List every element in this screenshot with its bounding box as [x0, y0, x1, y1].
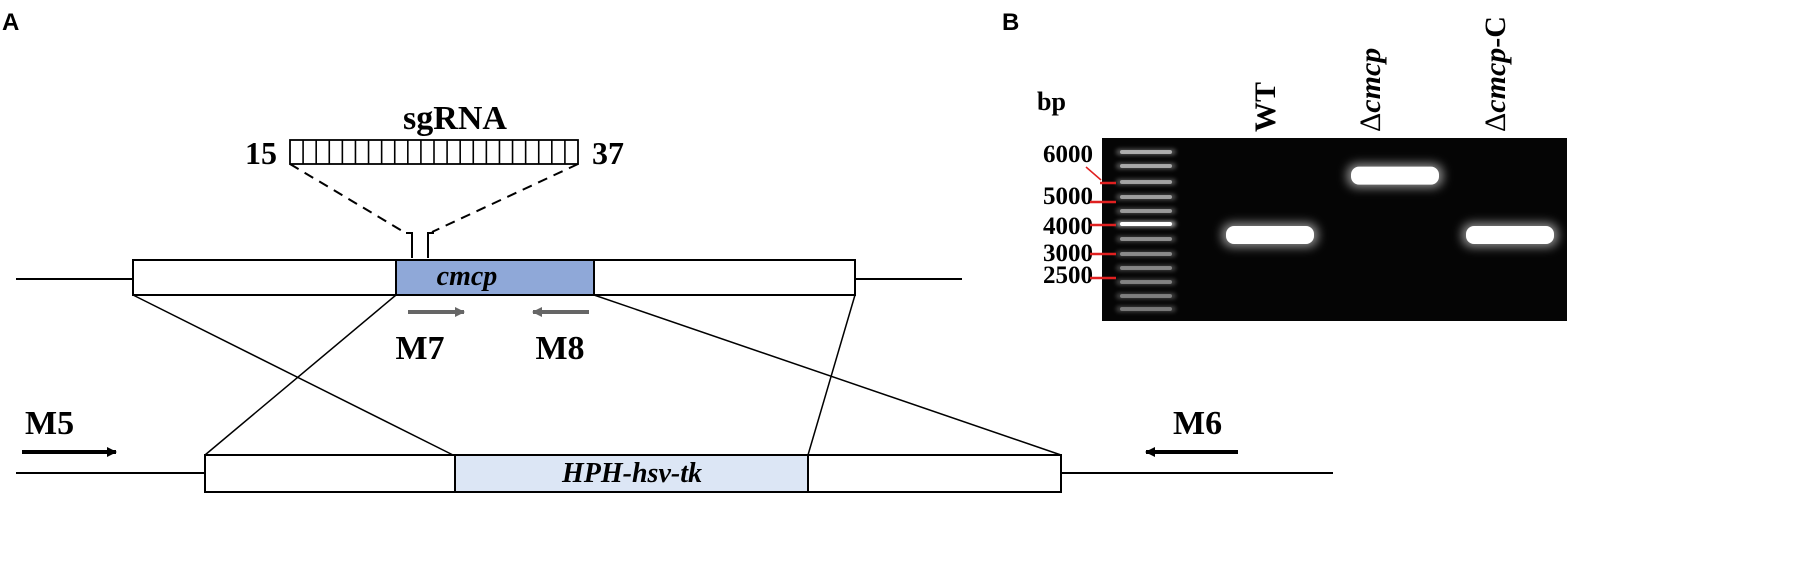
ladder-band-core	[1120, 266, 1172, 270]
ladder-band	[1116, 208, 1176, 214]
bp-unit-label: bp	[1037, 87, 1066, 116]
ladder-band-core	[1120, 294, 1172, 298]
ladder-band	[1116, 293, 1176, 299]
lane-label-delta: Δ	[1354, 113, 1387, 132]
ladder-band-core	[1120, 222, 1172, 226]
lane-label: Δcmcp-C	[1479, 16, 1512, 132]
sample-band	[1351, 166, 1439, 185]
primer-m8-label: M8	[535, 330, 584, 367]
ladder-band-core	[1120, 252, 1172, 256]
ladder-band	[1116, 194, 1176, 200]
sgrna-box	[289, 139, 579, 165]
sgrna-label: sgRNA	[403, 100, 507, 137]
ladder-band-core	[1120, 237, 1172, 241]
sgrna-start-label: 15	[245, 135, 277, 171]
target-site-right	[427, 232, 434, 258]
sgrna-projection-right	[431, 163, 579, 233]
sgrna-end-label: 37	[592, 135, 624, 171]
panel-a: A sgRNA 15 37 cmcp M7 M8	[2, 9, 1333, 493]
ladder-marker-leader	[1085, 166, 1102, 181]
primer-m5-label: M5	[25, 405, 74, 442]
ladder-band-core	[1120, 180, 1172, 184]
ladder-size-label: 4000	[1043, 213, 1093, 240]
target-site-left	[406, 232, 413, 258]
ladder-band-core	[1120, 280, 1172, 284]
lane-label-delta: Δ	[1479, 113, 1512, 132]
ladder-size-label: 3000	[1043, 240, 1093, 267]
ladder-band	[1116, 236, 1176, 242]
lane-label: Δcmcp	[1354, 48, 1387, 132]
ladder-band-core	[1120, 195, 1172, 199]
ladder-band	[1116, 306, 1176, 312]
lane-label-name: WT	[1249, 82, 1282, 132]
cmcp-gene-label: cmcp	[437, 261, 498, 292]
lane-label-name: cmcp	[1479, 48, 1512, 113]
primer-m6-label: M6	[1173, 405, 1222, 442]
ladder-band-core	[1120, 307, 1172, 311]
hph-hsv-tk-cassette-box	[454, 454, 809, 493]
lane-label-suffix: -C	[1479, 16, 1512, 48]
ladder-band	[1116, 279, 1176, 285]
ladder-band-core	[1120, 209, 1172, 213]
ladder-size-label: 6000	[1043, 141, 1093, 168]
lane-label-name: cmcp	[1354, 48, 1387, 113]
ladder-size-label: 5000	[1043, 183, 1093, 210]
hph-hsv-tk-label: HPH-hsv-tk	[561, 458, 702, 489]
primer-m7-label: M7	[395, 330, 444, 367]
panel-b-letter: B	[1002, 9, 1019, 36]
sample-band	[1466, 226, 1554, 244]
sgrna-projection-left	[289, 163, 405, 233]
ladder-band	[1116, 251, 1176, 257]
recombination-lines	[132, 294, 1062, 456]
ladder-band-core	[1120, 150, 1172, 154]
ladder-size-label: 2500	[1043, 262, 1093, 289]
ladder-band	[1116, 265, 1176, 271]
sample-band	[1226, 226, 1314, 244]
lane-label: WT	[1249, 82, 1282, 132]
ladder-band-core	[1120, 164, 1172, 168]
sample-bands	[1222, 163, 1558, 247]
cmcp-gene-box	[395, 259, 595, 296]
panel-a-letter: A	[2, 9, 19, 36]
ladder-lane	[1116, 149, 1176, 312]
